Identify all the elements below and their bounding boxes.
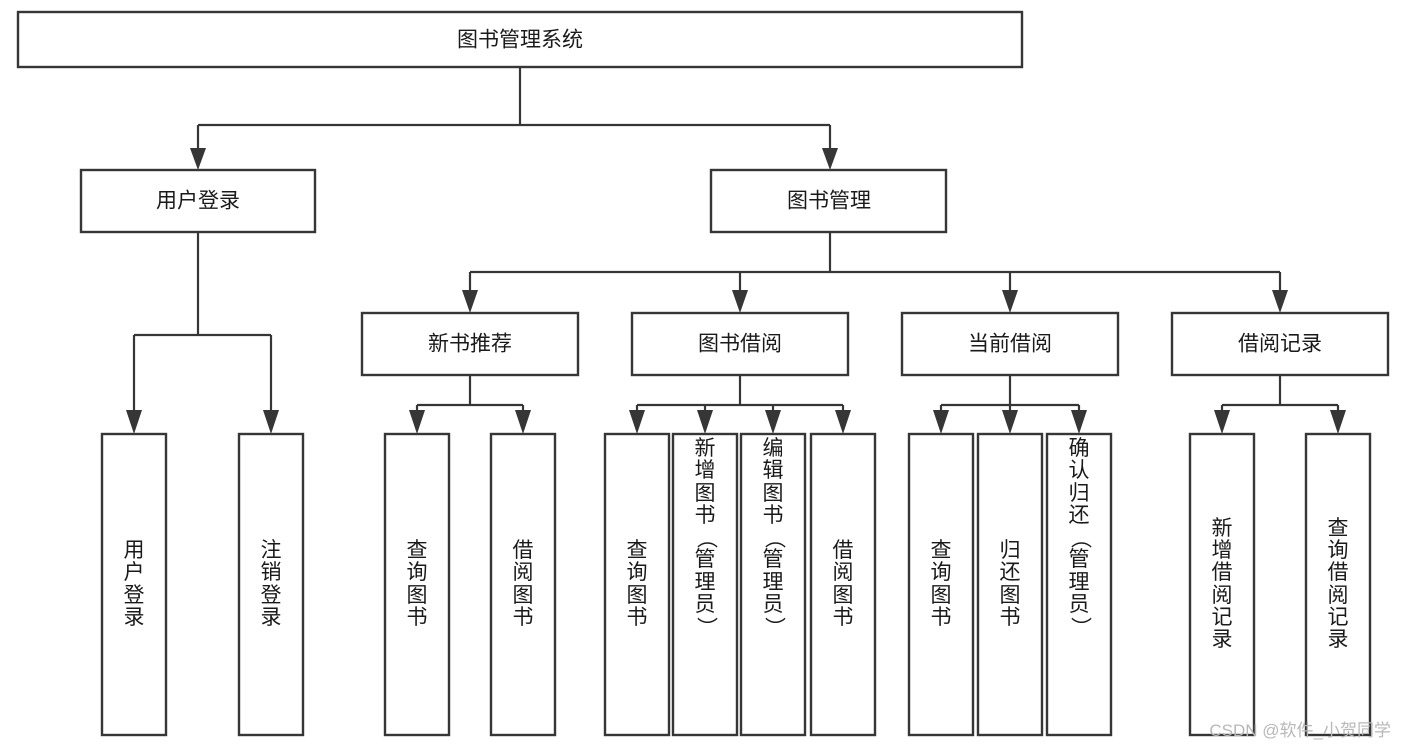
- arrow-bookborrow-leaf2: [697, 410, 713, 434]
- arrow-currentborrow-leaf3: [1071, 410, 1087, 434]
- arrow-bookborrow-leaf3: [765, 410, 781, 434]
- arrow-borrowrecord-leaf2: [1330, 410, 1346, 434]
- node-root-book-management-system[interactable]: [16, 10, 1024, 69]
- node-root-label: 图书管理系统: [457, 29, 583, 52]
- leaf-add-borrow-record[interactable]: [1188, 432, 1256, 737]
- node-book-management-label: 图书管理: [787, 190, 871, 213]
- arrow-bookborrow-leaf1: [629, 410, 645, 434]
- node-borrow-record[interactable]: [1170, 311, 1390, 377]
- node-book-borrow[interactable]: [630, 311, 850, 377]
- node-current-borrow-label: 当前借阅: [968, 333, 1052, 356]
- node-borrow-record-label: 借阅记录: [1238, 333, 1322, 356]
- arrow-to-bookborrow: [732, 290, 748, 313]
- leaf-query-book-borrow[interactable]: [603, 432, 671, 737]
- edges-bookmanage-to-level3: [462, 232, 1288, 313]
- node-user-login[interactable]: [79, 168, 317, 234]
- arrow-newbook-leaf2: [515, 410, 531, 434]
- leaf-query-book-current[interactable]: [907, 432, 975, 737]
- arrow-to-borrowrecord: [1272, 290, 1288, 313]
- edges-currentborrow-to-leaves: [933, 375, 1087, 434]
- leaf-borrow-book[interactable]: [809, 432, 877, 737]
- arrow-to-book-manage: [822, 148, 838, 170]
- leaf-logout-login[interactable]: [237, 432, 305, 737]
- arrow-bookborrow-leaf4: [835, 410, 851, 434]
- leaf-user-login[interactable]: [100, 432, 168, 737]
- arrow-userlogin-leaf2: [263, 410, 279, 434]
- node-new-book-recommend[interactable]: [360, 311, 580, 377]
- leaf-edit-book-admin[interactable]: [739, 432, 807, 737]
- arrow-newbook-leaf1: [409, 410, 425, 434]
- leaf-confirm-return-admin[interactable]: [1045, 432, 1113, 737]
- arrow-to-newbook: [462, 290, 478, 313]
- node-current-borrow[interactable]: [900, 311, 1120, 377]
- arrow-borrowrecord-leaf1: [1214, 410, 1230, 434]
- edges-borrowrecord-to-leaves: [1214, 375, 1346, 434]
- arrow-userlogin-leaf1: [126, 410, 142, 434]
- leaf-query-borrow-record[interactable]: [1304, 432, 1372, 737]
- node-new-book-recommend-label: 新书推荐: [428, 333, 512, 356]
- edges-bookborrow-to-leaves: [629, 375, 851, 434]
- edges-root-to-level2: [190, 67, 838, 170]
- leaf-add-book-admin[interactable]: [671, 432, 739, 737]
- node-book-management[interactable]: [709, 168, 948, 234]
- edges-userlogin-to-leaves: [126, 232, 279, 434]
- leaf-return-book[interactable]: [976, 432, 1044, 737]
- arrow-currentborrow-leaf2: [1002, 410, 1018, 434]
- leaf-query-book-newbook[interactable]: [383, 432, 451, 737]
- arrow-to-currentborrow: [1002, 290, 1018, 313]
- node-book-borrow-label: 图书借阅: [698, 333, 782, 356]
- arrow-currentborrow-leaf1: [933, 410, 949, 434]
- edges-newbook-to-leaves: [409, 375, 531, 434]
- node-user-login-label: 用户登录: [156, 190, 240, 213]
- arrow-to-user-login: [190, 148, 206, 170]
- leaf-borrow-book-newbook[interactable]: [489, 432, 557, 737]
